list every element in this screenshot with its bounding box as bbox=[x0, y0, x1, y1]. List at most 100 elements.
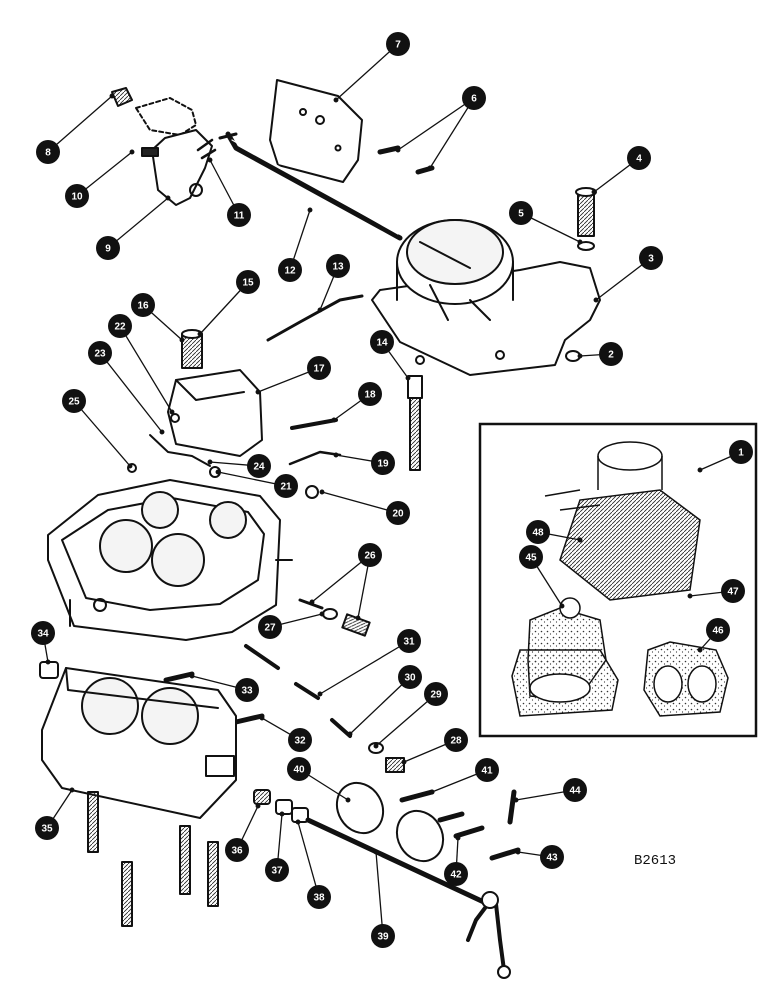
callout-bubble bbox=[599, 342, 623, 366]
callout-number: 19 bbox=[377, 459, 389, 470]
callout-number: 35 bbox=[41, 824, 53, 835]
callout-bubble bbox=[706, 618, 730, 642]
callout-42: 42 bbox=[444, 862, 468, 886]
callout-20: 20 bbox=[386, 501, 410, 525]
choke-plate-screws-part bbox=[377, 145, 435, 175]
callout-bubble bbox=[370, 330, 394, 354]
callout-number: 24 bbox=[253, 462, 265, 473]
callout-7: 7 bbox=[386, 32, 410, 56]
leader-line-30 bbox=[349, 676, 411, 735]
callout-28: 28 bbox=[444, 728, 468, 752]
plug-34-part bbox=[39, 661, 59, 679]
callout-number: 27 bbox=[264, 623, 276, 634]
callout-number: 45 bbox=[525, 553, 537, 564]
callout-number: 21 bbox=[280, 482, 292, 493]
callout-number: 5 bbox=[518, 209, 524, 220]
screw-43-part bbox=[489, 847, 521, 861]
callout-30: 30 bbox=[398, 665, 422, 689]
callout-bubble bbox=[131, 293, 155, 317]
leader-line-39 bbox=[375, 851, 384, 937]
callout-number: 23 bbox=[94, 349, 106, 360]
callout-bubble bbox=[307, 885, 331, 909]
bottom-screw-d-part bbox=[207, 841, 219, 907]
figure-reference: B2613 bbox=[634, 853, 676, 869]
callout-bubble bbox=[96, 236, 120, 260]
callout-bubble bbox=[35, 816, 59, 840]
assembled-view-inset bbox=[478, 422, 758, 738]
callout-number: 26 bbox=[364, 551, 376, 562]
leader-tip-45 bbox=[559, 603, 565, 609]
callout-43: 43 bbox=[540, 845, 564, 869]
leader-tip-39 bbox=[373, 849, 379, 855]
callout-17: 17 bbox=[307, 356, 331, 380]
leader-tip-27 bbox=[319, 611, 325, 617]
leader-tip-47 bbox=[687, 593, 693, 599]
callout-bubble bbox=[397, 629, 421, 653]
leader-tip-29 bbox=[373, 743, 379, 749]
leader-tip-25 bbox=[127, 463, 133, 469]
leader-line-6-1 bbox=[397, 97, 475, 151]
callout-number: 32 bbox=[294, 736, 306, 747]
leader-line-20 bbox=[321, 491, 399, 514]
callout-number: 6 bbox=[471, 94, 477, 105]
callout-1: 1 bbox=[729, 440, 753, 464]
leader-line-38 bbox=[297, 821, 320, 898]
leader-lines bbox=[42, 43, 742, 937]
fast-idle-rod-part bbox=[266, 294, 364, 342]
callout-bubble bbox=[462, 86, 486, 110]
leader-line-29 bbox=[375, 693, 437, 747]
callout-46: 46 bbox=[706, 618, 730, 642]
leader-tip-32 bbox=[259, 715, 265, 721]
leader-line-23 bbox=[99, 352, 163, 433]
leader-tip-21 bbox=[215, 469, 221, 475]
leader-tip-35 bbox=[69, 787, 75, 793]
leader-tip-34 bbox=[45, 659, 51, 665]
leader-tip-10 bbox=[129, 149, 135, 155]
callout-bubble bbox=[88, 341, 112, 365]
callout-number: 30 bbox=[404, 673, 416, 684]
leader-line-9 bbox=[107, 197, 169, 249]
leader-tip-15 bbox=[197, 331, 203, 337]
callout-bubble bbox=[278, 258, 302, 282]
callout-48: 48 bbox=[526, 520, 550, 544]
leader-tip-12 bbox=[307, 207, 313, 213]
callout-21: 21 bbox=[274, 474, 298, 498]
callout-bubble bbox=[62, 389, 86, 413]
leader-tip-8 bbox=[109, 93, 115, 99]
callout-number: 40 bbox=[293, 765, 305, 776]
leader-tip-31 bbox=[317, 691, 323, 697]
leader-tip-11 bbox=[207, 157, 213, 163]
callout-22: 22 bbox=[108, 314, 132, 338]
callout-37: 37 bbox=[265, 858, 289, 882]
leader-tip-36 bbox=[255, 803, 261, 809]
callout-number: 7 bbox=[395, 40, 401, 51]
leader-line-22 bbox=[119, 325, 173, 413]
leader-tip-2 bbox=[577, 353, 583, 359]
callout-bubble bbox=[424, 682, 448, 706]
callout-26: 26 bbox=[358, 543, 382, 567]
callout-bubble bbox=[225, 838, 249, 862]
callout-15: 15 bbox=[236, 270, 260, 294]
callout-45: 45 bbox=[519, 545, 543, 569]
leader-tip-18 bbox=[331, 417, 337, 423]
leader-tip-22 bbox=[169, 409, 175, 415]
leader-tip-46 bbox=[697, 647, 703, 653]
callout-number: 8 bbox=[45, 148, 51, 159]
pin-part bbox=[290, 418, 338, 430]
callout-bubble bbox=[227, 203, 251, 227]
leader-tip-43 bbox=[515, 849, 521, 855]
callout-number: 47 bbox=[727, 587, 739, 598]
callout-44: 44 bbox=[563, 778, 587, 802]
callout-4: 4 bbox=[627, 146, 651, 170]
callout-bubble bbox=[358, 382, 382, 406]
callout-bubble bbox=[371, 924, 395, 948]
callout-bubble bbox=[258, 615, 282, 639]
callout-number: 43 bbox=[546, 853, 558, 864]
callout-number: 38 bbox=[313, 893, 325, 904]
callout-number: 4 bbox=[636, 154, 642, 165]
callout-bubble bbox=[36, 140, 60, 164]
callout-number: 46 bbox=[712, 626, 724, 637]
screw-41-part bbox=[399, 789, 435, 803]
callout-35: 35 bbox=[35, 816, 59, 840]
